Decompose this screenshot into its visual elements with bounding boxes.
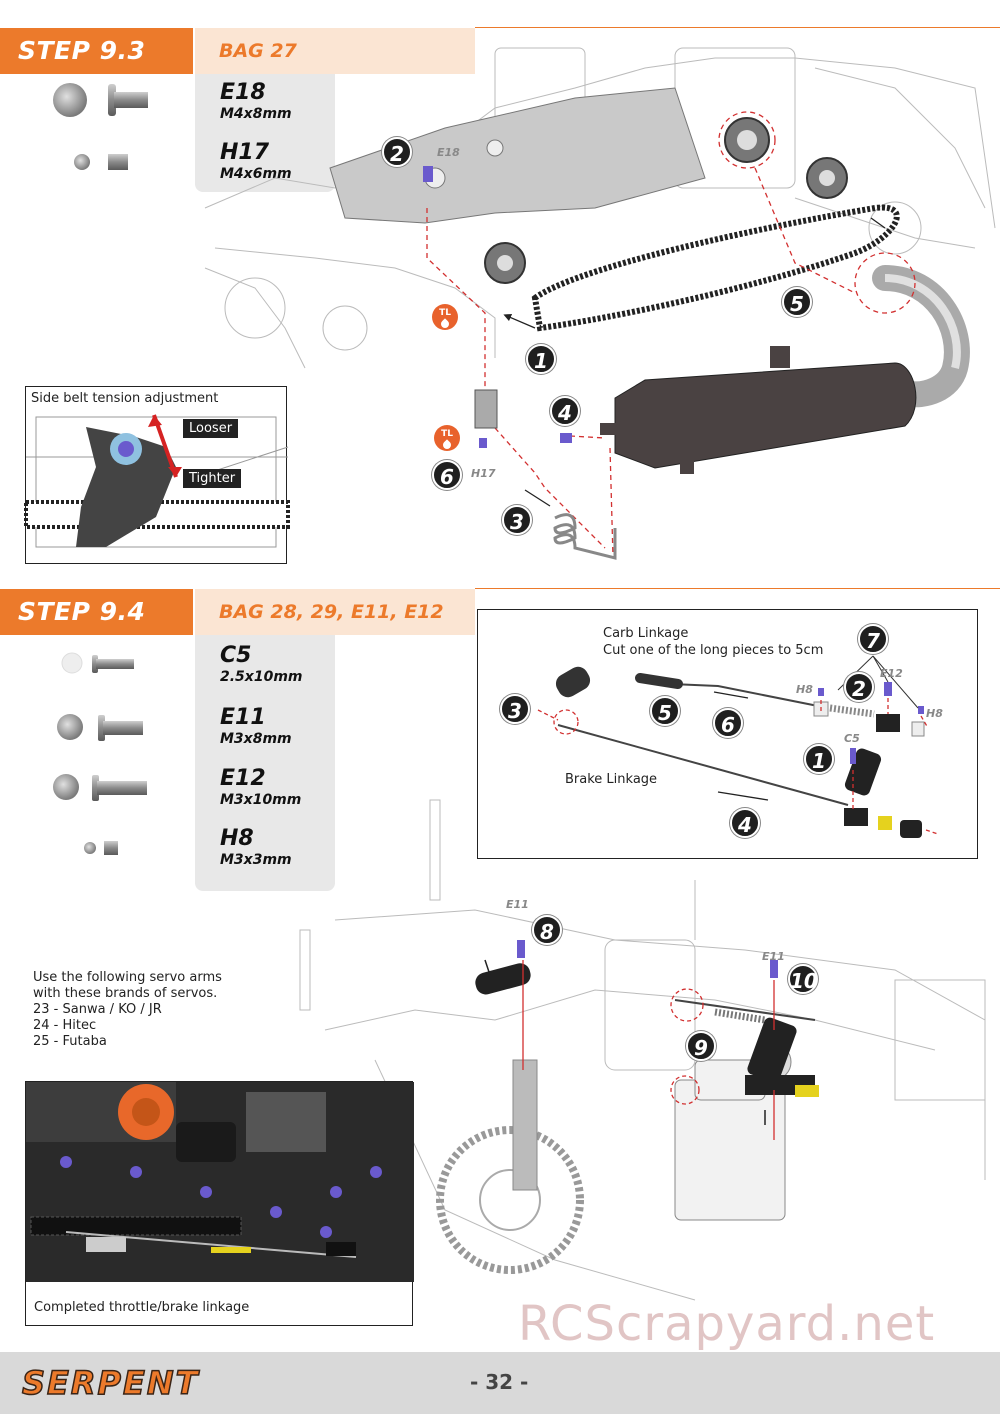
serpent-logo: SERPENT: [21, 1363, 200, 1403]
linkage-callout-4: 4: [730, 808, 760, 838]
watermark: RCScrapyard.net: [518, 1296, 936, 1352]
tighter-label: Tighter: [183, 469, 242, 488]
part-size-e12: M3x10mm: [220, 792, 302, 808]
part-code-h8: H8: [220, 826, 254, 851]
servo-note-line: Use the following servo arms: [33, 970, 222, 985]
linkage-callout-2: 2: [844, 672, 874, 702]
tag-e12: E12: [880, 667, 903, 680]
threadlock-icon: TL: [432, 304, 458, 330]
tag-e18: E18: [437, 146, 460, 159]
step-9-3-parts-legend: [195, 74, 335, 192]
completed-linkage-caption: Completed throttle/brake linkage: [34, 1300, 250, 1315]
belt-tension-inset: Side belt tension adjustment Looser Tigh…: [24, 386, 290, 564]
footer-bar: [0, 1352, 1000, 1414]
part-size-h17: M4x6mm: [220, 166, 292, 182]
step-9-4-parts-legend: [195, 635, 335, 891]
part-size-e18: M4x8mm: [220, 106, 292, 122]
callout-10: 10: [788, 964, 818, 994]
looser-label: Looser: [183, 419, 239, 438]
screw-icons-9-4: [53, 652, 147, 855]
linkage-callout-7: 7: [858, 624, 888, 654]
threadlock-label: TL: [439, 308, 451, 318]
linkage-inset: Carb Linkage Cut one of the long pieces …: [477, 609, 978, 859]
callout-8: 8: [532, 915, 562, 945]
linkage-drawing: [537, 655, 939, 838]
part-code-e18: E18: [220, 80, 266, 105]
completed-linkage-photo: Completed throttle/brake linkage: [25, 1081, 414, 1326]
step-9-3-illustration: [204, 47, 996, 560]
tag-h8-right: H8: [926, 707, 943, 720]
threadlock-label: TL: [441, 429, 453, 439]
part-size-e11: M3x8mm: [220, 731, 292, 747]
step-9-4-rule: [475, 588, 1000, 589]
linkage-callout-5: 5: [650, 696, 680, 726]
callout-1: 1: [526, 344, 556, 374]
callout-9: 9: [686, 1031, 716, 1061]
tag-e11-left: E11: [506, 898, 529, 911]
part-code-e11: E11: [220, 705, 266, 730]
step-9-3-title: STEP 9.3: [0, 28, 193, 74]
threadlock-icon: TL: [434, 425, 460, 451]
part-code-c5: C5: [220, 643, 252, 668]
completed-linkage-image: [26, 1082, 414, 1282]
step-9-4-bag: BAG 28, 29, E11, E12: [195, 589, 475, 635]
tag-c5: C5: [844, 732, 860, 745]
servo-note-line: 23 - Sanwa / KO / JR: [33, 1002, 162, 1017]
carb-linkage-note: Cut one of the long pieces to 5cm: [603, 643, 824, 658]
page-number: - 32 -: [470, 1370, 529, 1394]
brake-linkage-label: Brake Linkage: [565, 772, 658, 787]
linkage-callout-6: 6: [713, 708, 743, 738]
screw-icons-9-3: [53, 83, 148, 170]
callout-6: 6: [432, 460, 462, 490]
step-9-4-illustration: [299, 799, 986, 1301]
callout-4: 4: [550, 396, 580, 426]
linkage-callout-3: 3: [500, 694, 530, 724]
step-9-3-bag: BAG 27: [195, 28, 475, 74]
part-code-h17: H17: [220, 140, 270, 165]
part-code-e12: E12: [220, 766, 266, 791]
tag-h17: H17: [471, 467, 496, 480]
servo-note-line: 24 - Hitec: [33, 1018, 97, 1033]
servo-note-line: with these brands of servos.: [33, 986, 218, 1001]
step-9-4-title: STEP 9.4: [0, 589, 193, 635]
servo-arm-note: Use the following servo arms with these …: [33, 970, 222, 1050]
servo-note-line: 25 - Futaba: [33, 1034, 107, 1049]
callout-5: 5: [782, 287, 812, 317]
belt-tension-caption: Side belt tension adjustment: [31, 391, 219, 406]
tag-h8-left: H8: [796, 683, 813, 696]
part-size-h8: M3x3mm: [220, 852, 292, 868]
step-9-3-rule: [475, 27, 1000, 28]
linkage-callout-1: 1: [804, 744, 834, 774]
callout-3: 3: [502, 505, 532, 535]
tag-e11-right: E11: [762, 950, 785, 963]
belt-tension-drawing: [24, 414, 290, 548]
callout-2: 2: [382, 137, 412, 167]
carb-linkage-title: Carb Linkage: [603, 626, 689, 641]
part-size-c5: 2.5x10mm: [220, 669, 303, 685]
